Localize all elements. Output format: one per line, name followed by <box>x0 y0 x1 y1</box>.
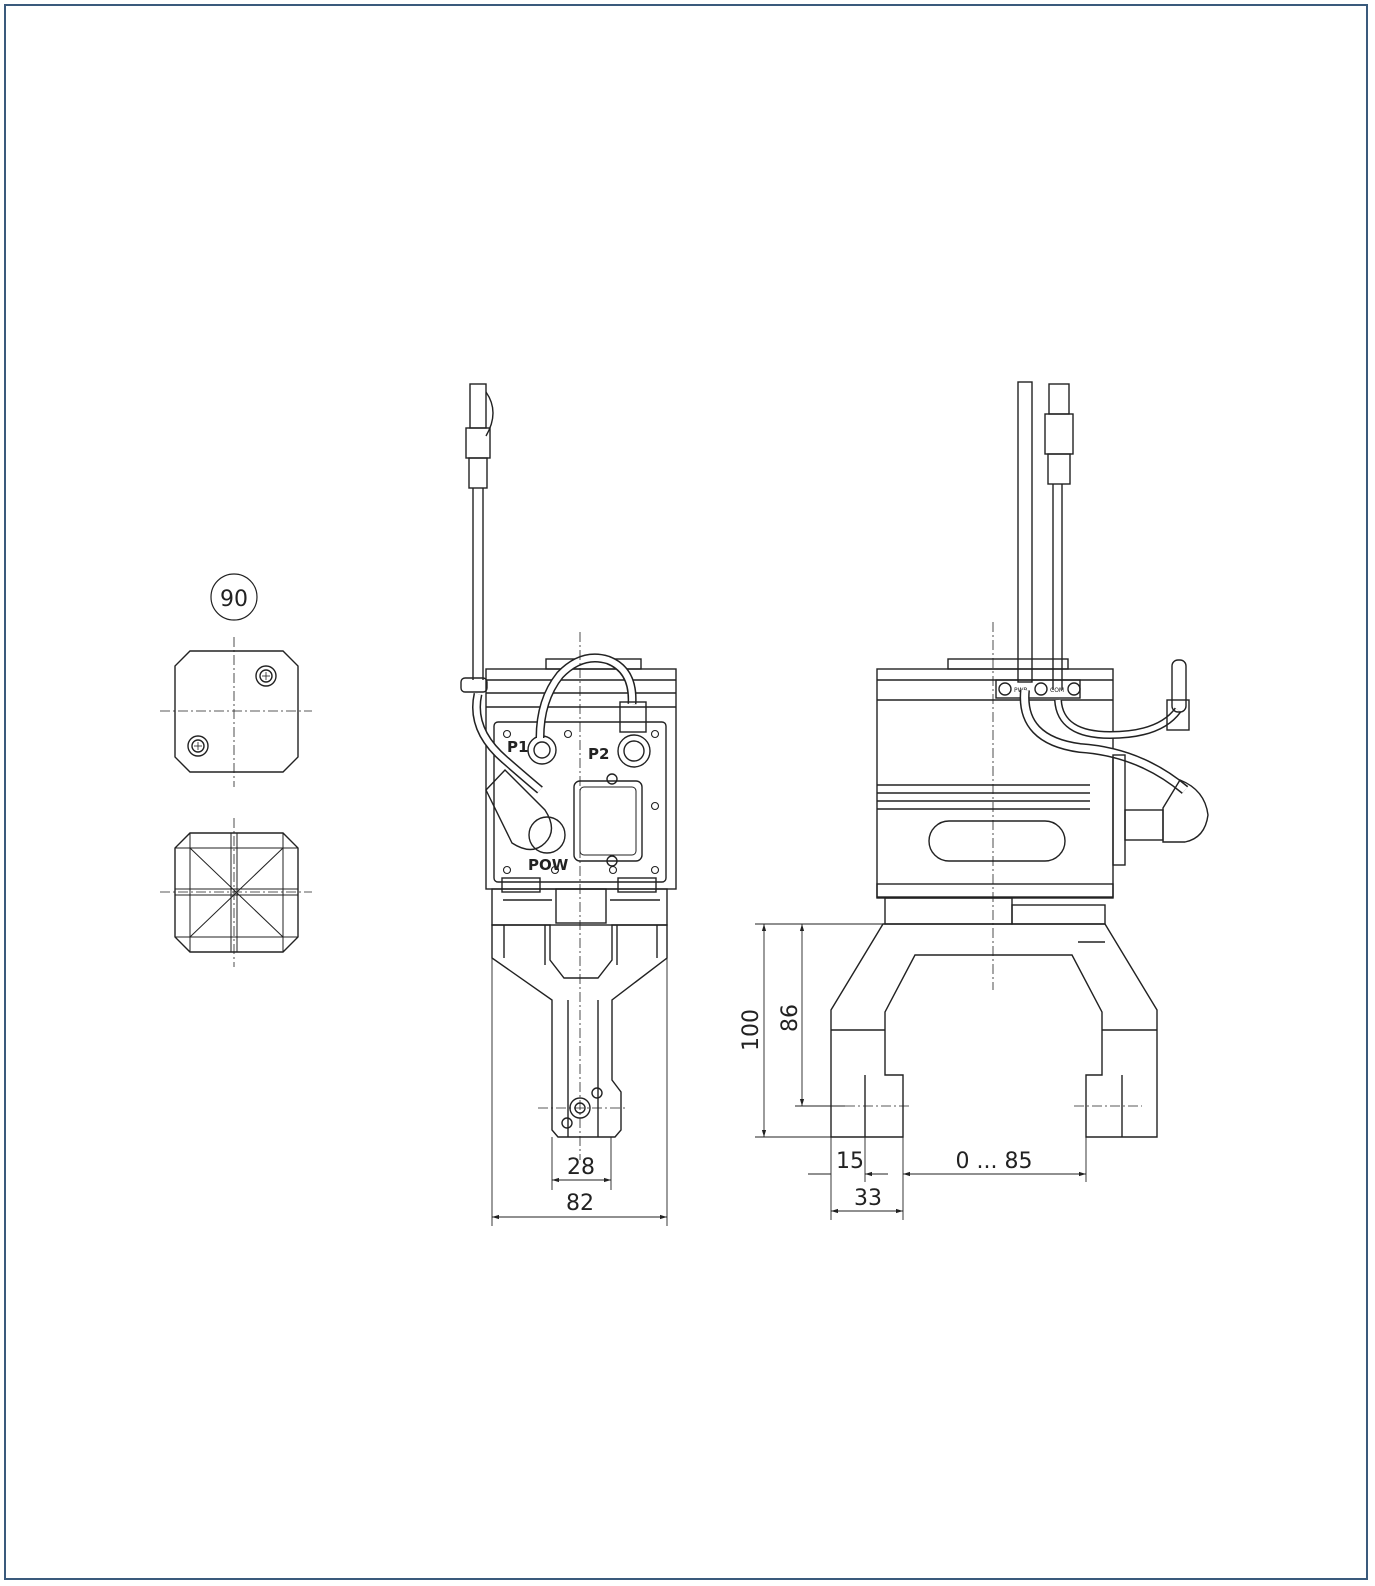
side-slot <box>928 820 1066 862</box>
dim-height-grip: 86 <box>778 1004 803 1032</box>
bolt-upper <box>255 665 277 687</box>
service-cover <box>573 780 643 862</box>
panel-screws <box>502 729 660 875</box>
bolt-lower <box>187 735 209 757</box>
dim-jaw-width: 15 <box>836 1149 864 1174</box>
pow-plug <box>485 768 553 851</box>
label-com: COM <box>1050 687 1064 694</box>
label-p1: P1 <box>507 738 528 756</box>
side-view: PWR COM <box>739 381 1209 1220</box>
dim-finger-width: 28 <box>567 1155 595 1180</box>
jaw-base-front <box>491 888 668 926</box>
dim-jaw-offset: 33 <box>854 1186 882 1211</box>
dim-stroke: 0 ... 85 <box>956 1149 1033 1174</box>
label-pow: POW <box>528 856 569 874</box>
rotation-label: 90 <box>220 587 248 612</box>
rotation-bubble <box>210 573 258 621</box>
cable-rj45-left <box>460 383 494 693</box>
front-view: P1 P2 POW <box>460 383 677 1226</box>
angled-plug <box>1162 779 1209 843</box>
top-plate-upper <box>174 650 299 773</box>
dim-total-width: 82 <box>566 1191 594 1216</box>
gripper-body-side <box>876 668 1114 898</box>
port-p1 <box>527 735 557 765</box>
label-p2: P2 <box>588 745 609 763</box>
finger-front <box>491 924 668 1138</box>
p2-plug <box>619 701 647 733</box>
top-view: 90 <box>160 573 312 967</box>
port-p2 <box>617 734 651 768</box>
drawing-frame <box>4 4 1368 1580</box>
jaws-side <box>830 923 1158 1138</box>
lower-plate-facets <box>175 833 298 952</box>
dim-height-total: 100 <box>739 1009 764 1051</box>
front-dimensions <box>491 925 668 1226</box>
cable-duct <box>1017 381 1033 683</box>
side-dimensions <box>755 923 1087 1220</box>
centerlines-upper <box>160 637 312 787</box>
